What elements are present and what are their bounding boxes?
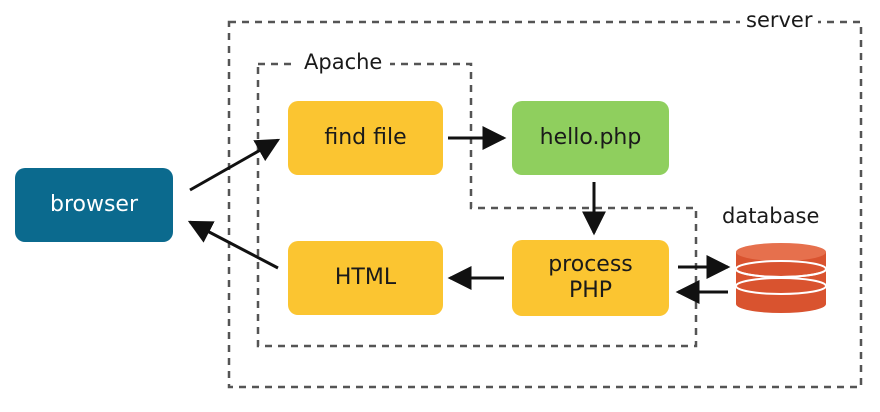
hello-php-label: hello.php	[539, 124, 642, 150]
find-file-label: find file	[324, 124, 407, 150]
arrow-browser-to-find-file	[189, 138, 281, 192]
server-label: server	[740, 10, 819, 31]
apache-label: Apache	[296, 52, 391, 73]
database-icon	[735, 243, 827, 313]
process-php-node: process PHP	[512, 240, 669, 316]
hello-php-node: hello.php	[512, 101, 669, 175]
server-boundary	[227, 20, 863, 389]
apache-boundary	[256, 62, 698, 348]
html-node: HTML	[288, 241, 443, 315]
database-label: database	[722, 204, 820, 228]
find-file-node: find file	[288, 101, 443, 175]
html-label: HTML	[334, 264, 397, 290]
arrow-html-to-browser	[187, 220, 279, 270]
browser-node: browser	[15, 168, 173, 242]
process-php-label-line2: PHP	[568, 278, 613, 303]
process-php-label-line1: process	[548, 251, 633, 277]
browser-node-label: browser	[49, 191, 139, 217]
